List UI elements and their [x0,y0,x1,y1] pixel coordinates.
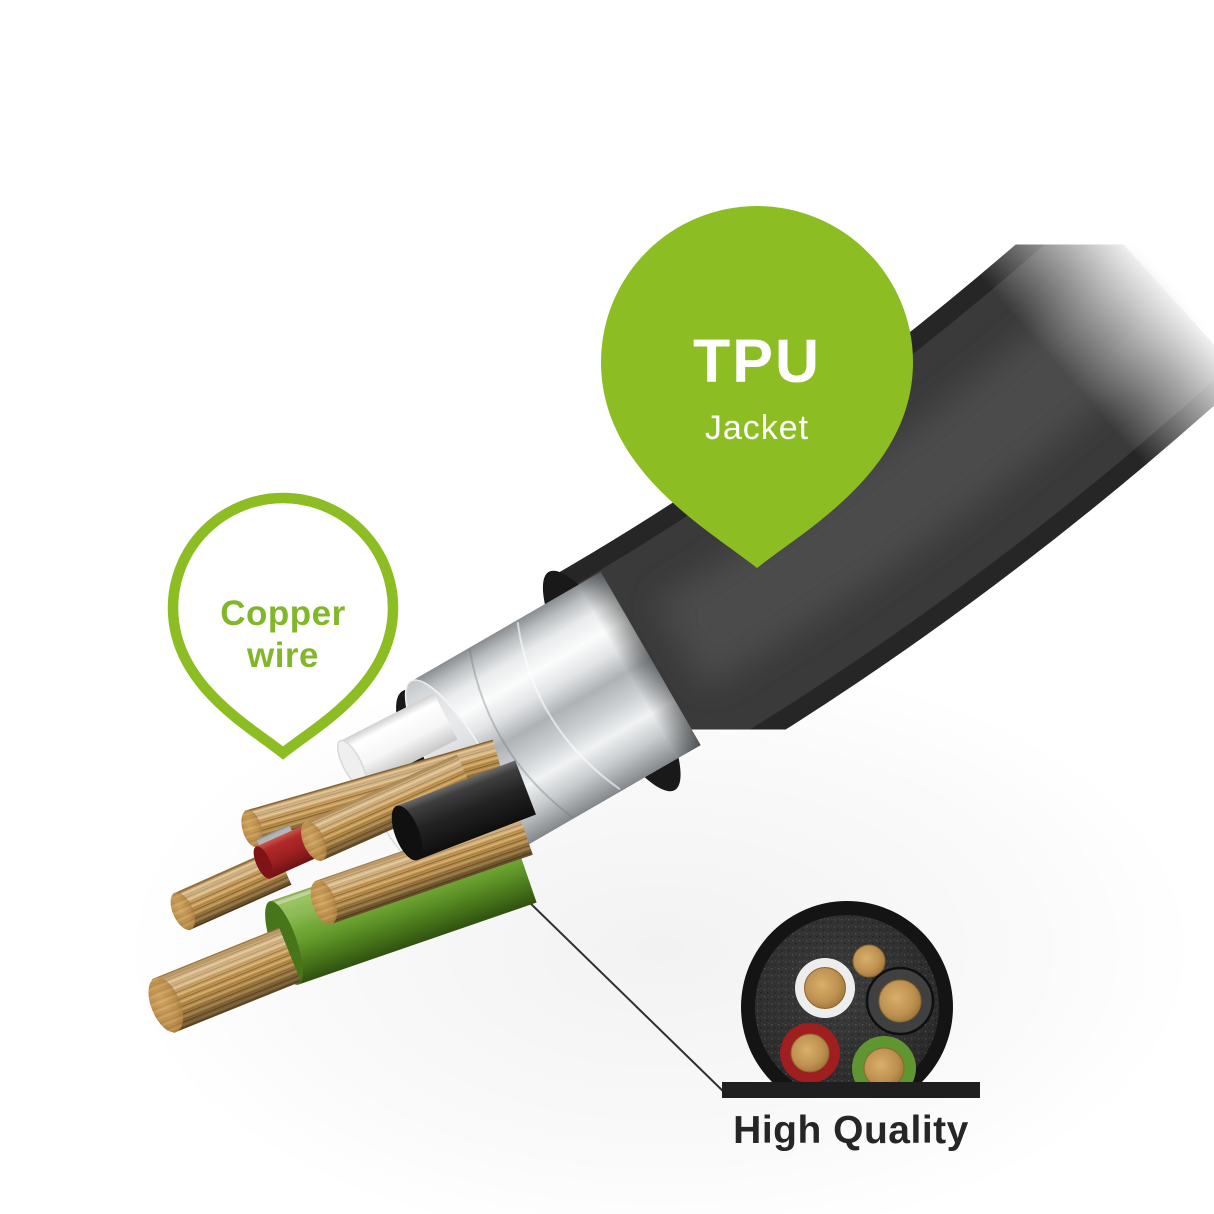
conductor-red [780,1023,840,1083]
foil-seam-2 [468,648,574,819]
black-wire [391,760,536,861]
copper-wire-3 [300,754,475,862]
cable-jacket [546,191,1214,799]
copper-wire-label-line2: wire [246,636,320,675]
conductor-green [852,1036,916,1091]
foil-seam [516,621,621,791]
white-wire [336,693,458,789]
wire-bundle [148,693,537,1033]
copper-wire-label: Copper wire [166,593,400,677]
high-quality-caption: High Quality [733,1109,969,1152]
tpu-sublabel: Jacket [704,409,810,447]
cross-section-bar [722,1082,980,1098]
cross-section [722,901,980,1098]
conductor-white [795,958,855,1018]
tpu-label: TPU [693,327,821,395]
copper-wire-5 [310,811,533,925]
foil-end-shadow [577,571,701,759]
copper-wire-4 [148,927,301,1033]
conductor-bare [852,944,886,978]
conductor-black [865,966,935,1036]
tpu-balloon [601,206,913,568]
copper-balloon [167,492,399,760]
copper-wire-label-line1: Copper [220,594,346,633]
